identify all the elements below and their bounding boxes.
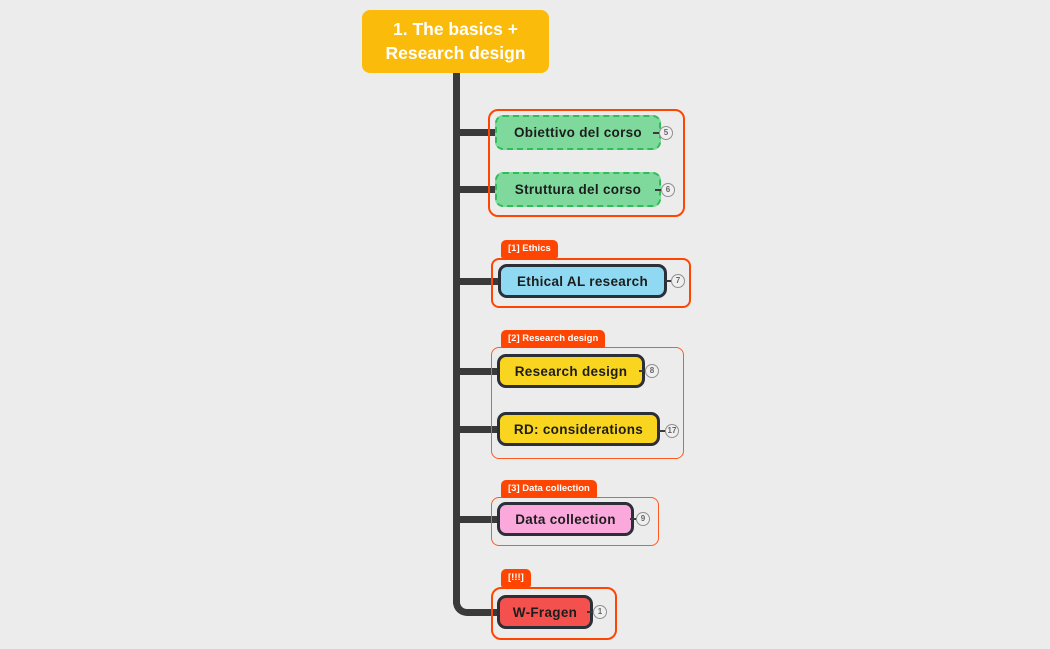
connection-badge[interactable]: 1 (587, 605, 607, 619)
branch-line-data-collection (456, 516, 500, 523)
branch-line-struttura (456, 186, 500, 193)
badge-link-line (639, 370, 645, 372)
badge-number: 5 (659, 126, 673, 140)
node-ethical-al-research[interactable]: Ethical AL research (498, 264, 667, 298)
node-w-fragen[interactable]: W-Fragen (497, 595, 593, 629)
elbow-connector-line (453, 596, 498, 616)
connection-badge[interactable]: 5 (653, 126, 673, 140)
badge-number: 1 (593, 605, 607, 619)
badge-link-line (665, 280, 671, 282)
connection-badge[interactable]: 17 (659, 424, 679, 438)
group-label-data-collection[interactable]: [3] Data collection (501, 480, 597, 498)
connection-badge[interactable]: 8 (639, 364, 659, 378)
badge-number: 6 (661, 183, 675, 197)
badge-number: 7 (671, 274, 685, 288)
badge-link-line (653, 132, 659, 134)
node-data-collection[interactable]: Data collection (497, 502, 634, 536)
badge-number: 17 (665, 424, 679, 438)
badge-link-line (587, 611, 593, 613)
group-label-w-fragen[interactable]: [!!!] (501, 569, 531, 587)
node-struttura-del-corso[interactable]: Struttura del corso (495, 172, 661, 207)
node-obiettivo-del-corso[interactable]: Obiettivo del corso (495, 115, 661, 150)
group-label-research-design[interactable]: [2] Research design (501, 330, 606, 348)
group-course-intro (488, 109, 685, 217)
group-w-fragen (491, 587, 617, 640)
root-node[interactable]: 1. The basics + Research design (362, 10, 549, 73)
connection-badge[interactable]: 6 (655, 183, 675, 197)
branch-line-obiettivo (456, 129, 500, 136)
badge-link-line (659, 430, 665, 432)
badge-number: 9 (636, 512, 650, 526)
badge-number: 8 (645, 364, 659, 378)
connection-badge[interactable]: 9 (630, 512, 650, 526)
badge-link-line (630, 518, 636, 520)
group-data-collection (491, 497, 659, 546)
connection-badge[interactable]: 7 (665, 274, 685, 288)
node-research-design[interactable]: Research design (497, 354, 645, 388)
group-label-ethics[interactable]: [1] Ethics (501, 240, 558, 258)
trunk-connector-line (453, 73, 460, 604)
branch-line-ethical (456, 278, 500, 285)
group-ethics (491, 258, 691, 308)
branch-line-rd-considerations (456, 426, 500, 433)
node-rd-considerations[interactable]: RD: considerations (497, 412, 660, 446)
badge-link-line (655, 189, 661, 191)
branch-line-research-design (456, 368, 500, 375)
group-research-design (491, 347, 684, 459)
